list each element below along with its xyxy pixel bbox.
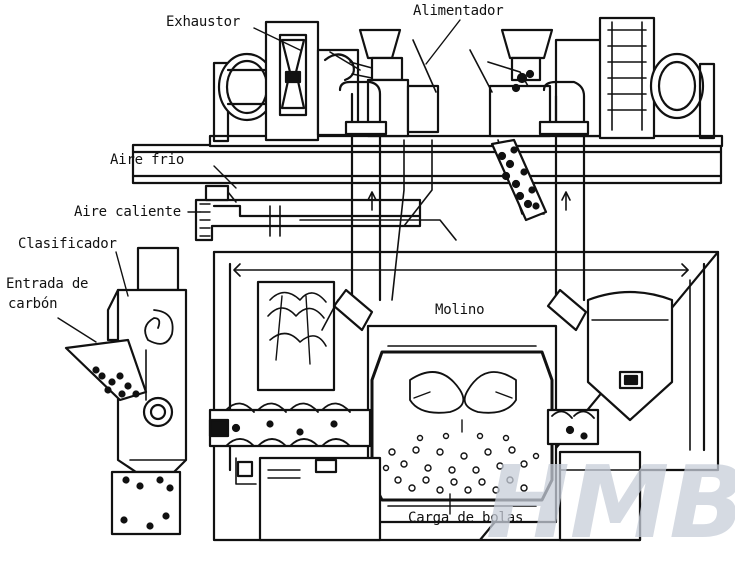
ball-charge: [382, 432, 540, 494]
label-entrada-line1: Entrada de: [6, 276, 89, 292]
label-aire-frio: Aire frio: [110, 152, 185, 168]
coal-chute-right: [490, 138, 548, 222]
classifier: [106, 246, 188, 536]
left-trunnion: [208, 402, 372, 448]
right-cyclone: [586, 290, 674, 422]
label-clasificador: Clasificador: [18, 236, 117, 252]
mill-base: [235, 450, 642, 542]
coal-input-chute: [64, 338, 148, 402]
right-vertical-pipe: [497, 80, 590, 332]
left-chamber: [256, 280, 336, 392]
mill-housing: [212, 250, 720, 542]
label-molino: Molino: [435, 302, 485, 318]
leader-lines: [57, 19, 461, 515]
exhaustor-fan-right: [554, 16, 716, 140]
left-vertical-pipe: [321, 80, 433, 332]
label-entrada-line2: carbón: [8, 296, 58, 312]
feeder-right: [469, 28, 554, 138]
label-alimentador: Alimentador: [413, 3, 504, 19]
exhaustor-fan-left: [212, 20, 361, 143]
watermark-logo: HMB: [486, 444, 735, 561]
top-platform: [131, 134, 724, 185]
hot-air-duct: [194, 184, 457, 242]
label-exhaustor: Exhaustor: [166, 14, 241, 30]
right-trunnion: [546, 408, 600, 446]
label-carga-de-bolas: Carga de bolas: [408, 510, 524, 526]
drum-mill: [366, 324, 558, 524]
label-aire-caliente: Aire caliente: [74, 204, 181, 220]
